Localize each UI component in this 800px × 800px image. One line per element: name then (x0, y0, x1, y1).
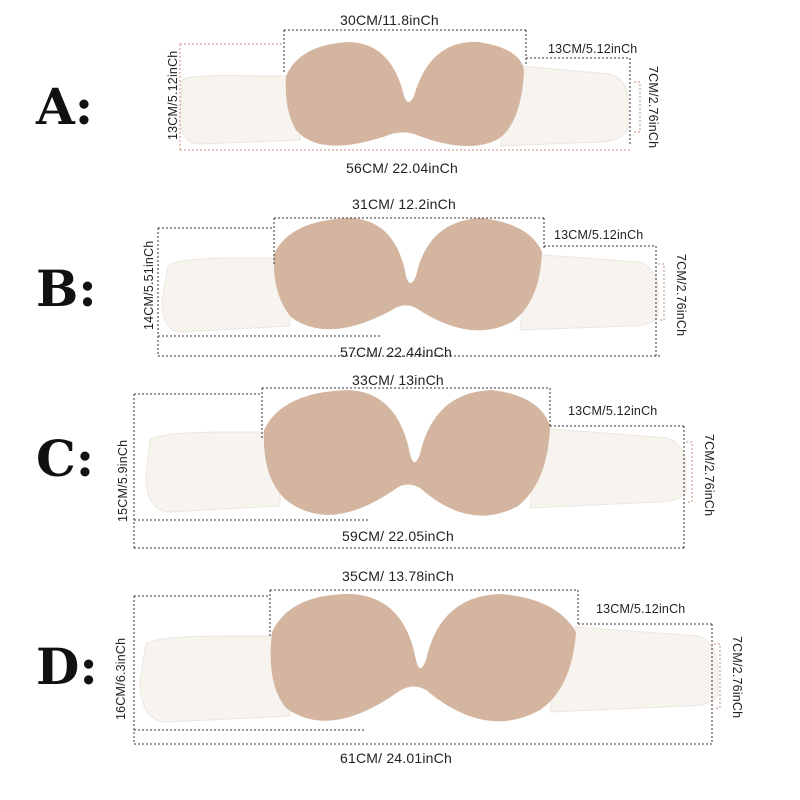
cup-height-label: 16CM/6.3inCh (114, 637, 128, 720)
total-length-label: 61CM/ 24.01inCh (340, 750, 452, 766)
cup-height-label: 14CM/5.51inCh (142, 240, 156, 330)
band-shape (179, 75, 301, 145)
cup-height-label: 13CM/5.12inCh (166, 50, 180, 140)
size-label: C: (36, 429, 95, 488)
band-width-label: 13CM/5.12inCh (596, 602, 686, 616)
band-shape (549, 625, 719, 713)
cup-width-label: 31CM/ 12.2inCh (352, 196, 456, 212)
band-width-label: 13CM/5.12inCh (554, 228, 644, 242)
size-row-b: B: 31CM/ 12.2inCh 13CM/5.12inCh 7CM/2.76… (0, 190, 800, 390)
total-length-label: 59CM/ 22.05inCh (342, 528, 454, 544)
cup-shape (273, 218, 542, 331)
total-length-label: 56CM/ 22.04inCh (346, 160, 458, 176)
cup-width-label: 35CM/ 13.78inCh (342, 568, 454, 584)
size-row-d: D: 35CM/ 13.78inCh 13CM/5.12inCh 7CM/2.7… (0, 560, 800, 766)
band-shape (161, 257, 291, 333)
band-shape (519, 253, 659, 331)
band-height-label: 7CM/2.76inCh (674, 254, 688, 337)
band-shape (139, 635, 291, 723)
band-width-label: 13CM/5.12inCh (568, 404, 658, 418)
cup-shape (285, 41, 524, 147)
cup-width-label: 33CM/ 13inCh (352, 372, 444, 388)
size-label: A: (36, 77, 94, 136)
band-shape (529, 427, 687, 509)
cup-shape (270, 594, 576, 722)
band-shape (145, 431, 281, 513)
cup-shape (263, 390, 550, 516)
band-height-label: 7CM/2.76inCh (730, 636, 744, 719)
band-width-label: 13CM/5.12inCh (548, 42, 638, 56)
band-shape (499, 65, 629, 147)
bra-illustration-c (133, 387, 693, 549)
total-length-label: 57CM/ 22.44inCh (340, 344, 452, 360)
bra-illustration-a (179, 29, 641, 151)
band-height-label: 7CM/2.76inCh (646, 66, 660, 149)
size-row-a: A: 30CM/11.8inCh 13CM/5.12inCh 7CM/2.76i… (0, 0, 800, 200)
band-height-label: 7CM/2.76inCh (702, 434, 716, 517)
cup-height-label: 15CM/5.9inCh (116, 439, 130, 522)
cup-width-label: 30CM/11.8inCh (340, 12, 439, 28)
bra-illustration-d (133, 589, 721, 745)
size-label: B: (36, 259, 97, 318)
bra-illustration-b (157, 217, 665, 357)
size-row-c: C: 33CM/ 13inCh 13CM/5.12inCh 7CM/2.76in… (0, 370, 800, 570)
size-label: D: (36, 637, 98, 696)
